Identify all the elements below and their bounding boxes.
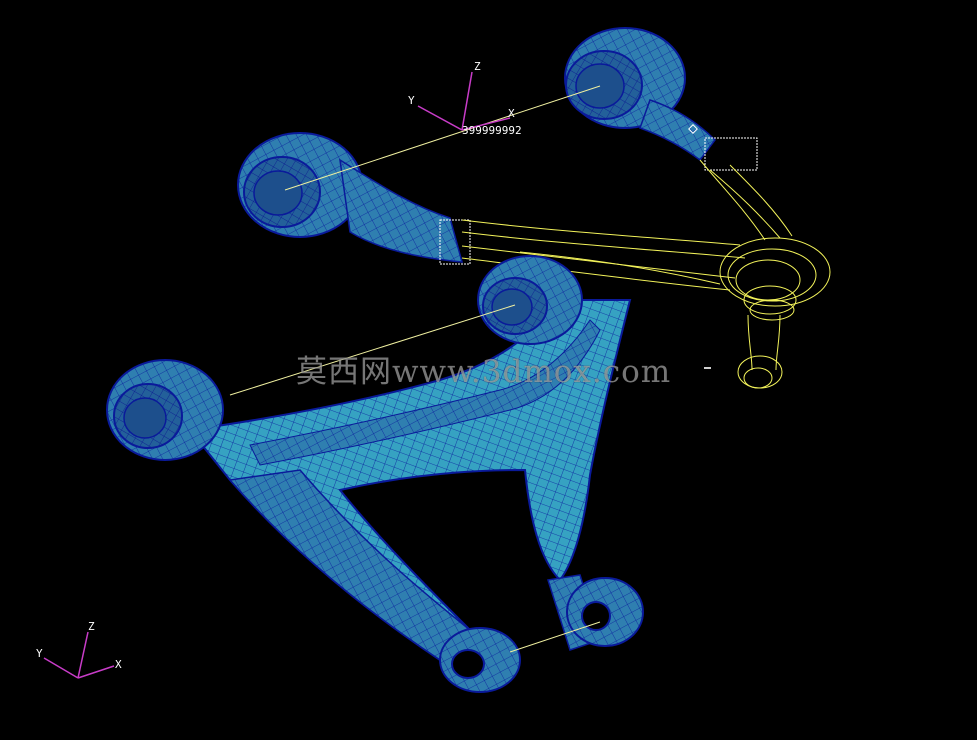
node-id-label: 399999992 bbox=[462, 124, 522, 137]
lower-left-bushing[interactable] bbox=[106, 359, 224, 461]
lower-left-leg bbox=[228, 469, 472, 661]
lower-control-arm[interactable] bbox=[106, 255, 644, 693]
upper-axis-connector bbox=[284, 85, 601, 191]
lower-top-bushing[interactable] bbox=[477, 255, 583, 345]
origin-y-label: Y bbox=[408, 94, 415, 107]
lower-bottom-right-eye[interactable] bbox=[547, 574, 644, 651]
lower-arm-rib bbox=[249, 319, 601, 466]
origin-axis-triad: Z Y X 399999992 bbox=[408, 60, 522, 137]
corner-axis-triad: Z Y X bbox=[36, 620, 122, 679]
upper-arm-mesh-body bbox=[339, 158, 464, 263]
dot-icon bbox=[704, 367, 711, 369]
mesh-node-cluster-left bbox=[439, 219, 471, 265]
mesh-node-cluster-right bbox=[704, 137, 758, 171]
upper-control-arm[interactable] bbox=[237, 27, 831, 389]
corner-y-label: Y bbox=[36, 647, 43, 660]
watermark-text: 莫西网www.3dmox.com bbox=[296, 354, 672, 390]
origin-z-label: Z bbox=[474, 60, 481, 73]
origin-x-label: X bbox=[508, 107, 515, 120]
corner-z-label: Z bbox=[88, 620, 95, 633]
upper-arm-wireframe bbox=[461, 159, 831, 389]
lower-axis-connector-bottom bbox=[509, 621, 601, 653]
corner-x-label: X bbox=[115, 658, 122, 671]
lower-axis-connector-top bbox=[229, 304, 516, 396]
lower-bottom-left-eye[interactable] bbox=[439, 627, 521, 693]
node-marker-icon bbox=[688, 124, 698, 134]
upper-right-mesh-body bbox=[639, 99, 716, 162]
